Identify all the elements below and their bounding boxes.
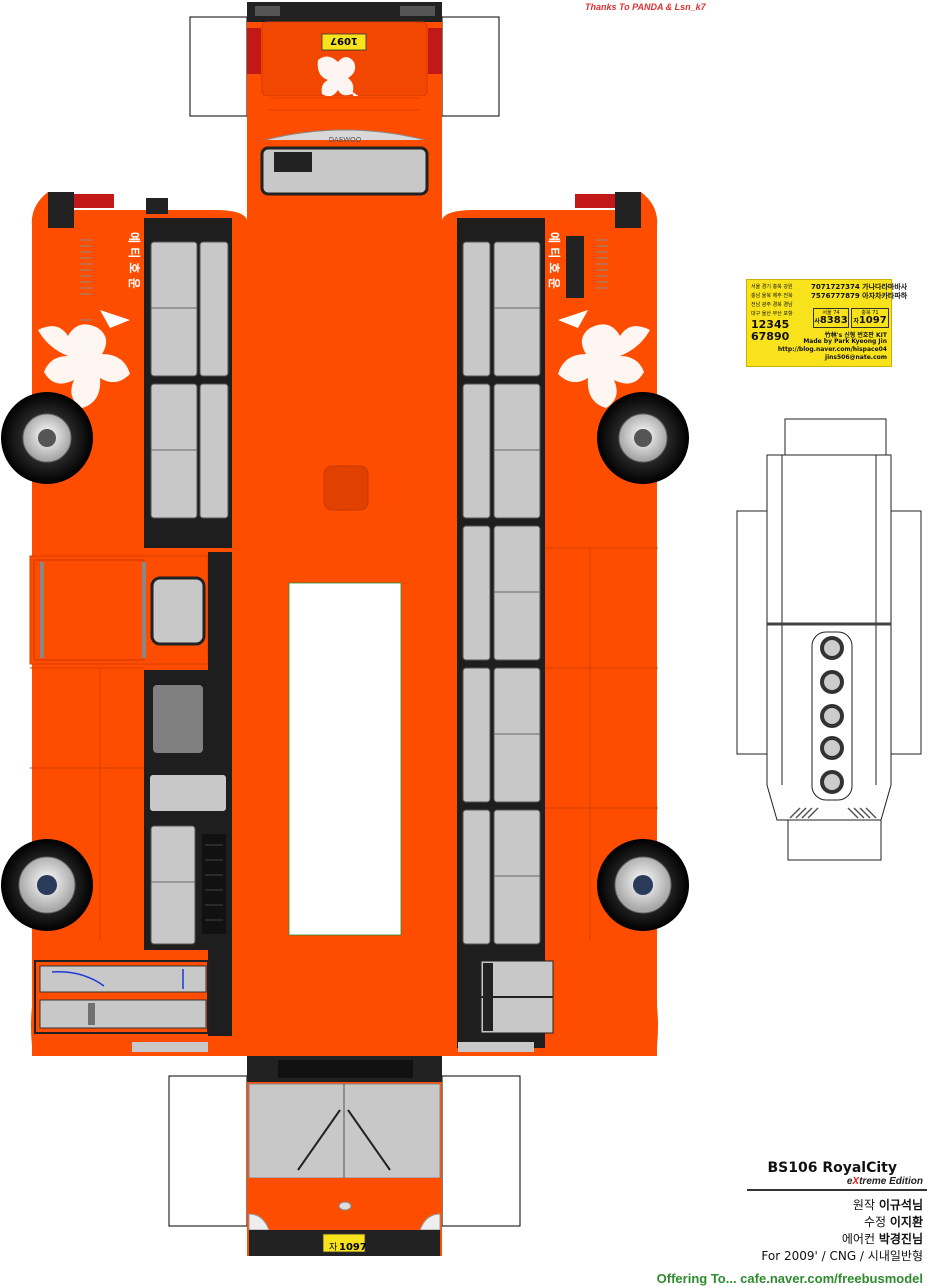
- wheel-right-front: [597, 392, 689, 484]
- edition-x: X: [852, 1176, 860, 1187]
- credit-modified: 수정 이지환: [863, 1215, 923, 1229]
- edition-suffix: treme Edition: [859, 1176, 923, 1187]
- roof-hatch: [323, 465, 369, 511]
- for-line: For 2009' / CNG / 시내일반형: [761, 1249, 923, 1263]
- title-rule: [747, 1189, 927, 1191]
- credit-aircon: 에어컨 박경진님: [841, 1232, 923, 1246]
- roof-panel: [247, 198, 442, 1056]
- rear-plate-number: 1097: [330, 35, 358, 46]
- plate-row-4-left: 대구 울산 부산 포항: [751, 311, 793, 317]
- tribal-graphic-right: [558, 310, 650, 408]
- front-left-flap: [168, 1075, 248, 1227]
- front-plate: [322, 1233, 366, 1253]
- front-plate-prefix: 자: [329, 1242, 338, 1253]
- wheel-right-rear: [597, 839, 689, 931]
- plate-kit-card: 서울 경기 충북 강원 7071727374 가나다라마바사 충남 울북 제주 …: [746, 279, 907, 367]
- sample-plate-1-region: 서울 74: [822, 310, 840, 316]
- plate-row-2-right: 7576777879 아자차카타파하: [811, 292, 908, 300]
- plate-big-number-1: 12345: [751, 318, 790, 331]
- front-right-flap: [441, 1075, 521, 1227]
- offering-link[interactable]: Offering To... cafe.naver.com/freebusmod…: [656, 1271, 923, 1286]
- plate-row-3-left: 전남 광주 경북 경남: [751, 302, 793, 308]
- title-block: BS106 RoyalCity eXtreme Edition 원작 이규석님 …: [627, 1160, 927, 1286]
- left-side-brand-text: 예 티 호 운: [127, 232, 142, 289]
- plate-big-number-2: 67890: [751, 330, 790, 343]
- svg-text:DAEWOO: DAEWOO: [329, 136, 362, 144]
- roof-ac-cutout: [288, 582, 402, 936]
- sample-plate-2-region: 충북 71: [861, 310, 879, 316]
- edition-prefix: e: [846, 1176, 853, 1187]
- sample-plate-1-number: 8383: [819, 315, 848, 326]
- sample-plate-2-prefix: 자: [853, 318, 859, 325]
- wheel-left-front: [1, 392, 93, 484]
- left-side-door-window: [150, 576, 206, 646]
- plate-row-2-left: 충남 울북 제주 전북: [751, 293, 793, 299]
- kit-title: 竹林's 신형 번호판 KIT: [824, 332, 887, 339]
- rear-left-flap: [189, 16, 248, 117]
- plate-row-1-left: 서울 경기 충북 강원: [751, 284, 793, 290]
- sample-plate-1-prefix: 사: [814, 318, 820, 325]
- tribal-graphic-left: [38, 310, 130, 408]
- kit-email: jins506@nate.com: [825, 354, 887, 361]
- kit-blog: http://blog.naver.com/hispace04: [777, 346, 887, 353]
- front-panel: 자 1097: [247, 1056, 442, 1256]
- rear-panel: 1097 DAEWOO: [247, 2, 442, 198]
- left-side-panel: 예 티 호 운: [29, 192, 247, 1056]
- credit-original: 원작 이규석님: [852, 1198, 923, 1212]
- right-side-brand-text: 예 티 호 운: [547, 232, 562, 289]
- sample-plate-2-number: 1097: [858, 315, 887, 326]
- plate-row-1-right: 7071727374 가나다라마바사: [811, 283, 908, 291]
- wheel-left-rear: [1, 839, 93, 931]
- model-name: BS106 RoyalCity: [767, 1160, 897, 1176]
- rear-plate: [321, 33, 367, 51]
- right-side-panel: 예 티 호 운: [442, 192, 658, 1056]
- edition-label: eXtreme Edition: [627, 1176, 923, 1187]
- front-plate-number: 1097: [339, 1242, 367, 1253]
- thanks-text: Thanks To PANDA & Lsn_k7: [585, 2, 706, 12]
- kit-made-by: Made by Park Kyeong Jin: [803, 338, 887, 345]
- rear-right-flap: [441, 16, 500, 117]
- ac-fans: [820, 636, 844, 794]
